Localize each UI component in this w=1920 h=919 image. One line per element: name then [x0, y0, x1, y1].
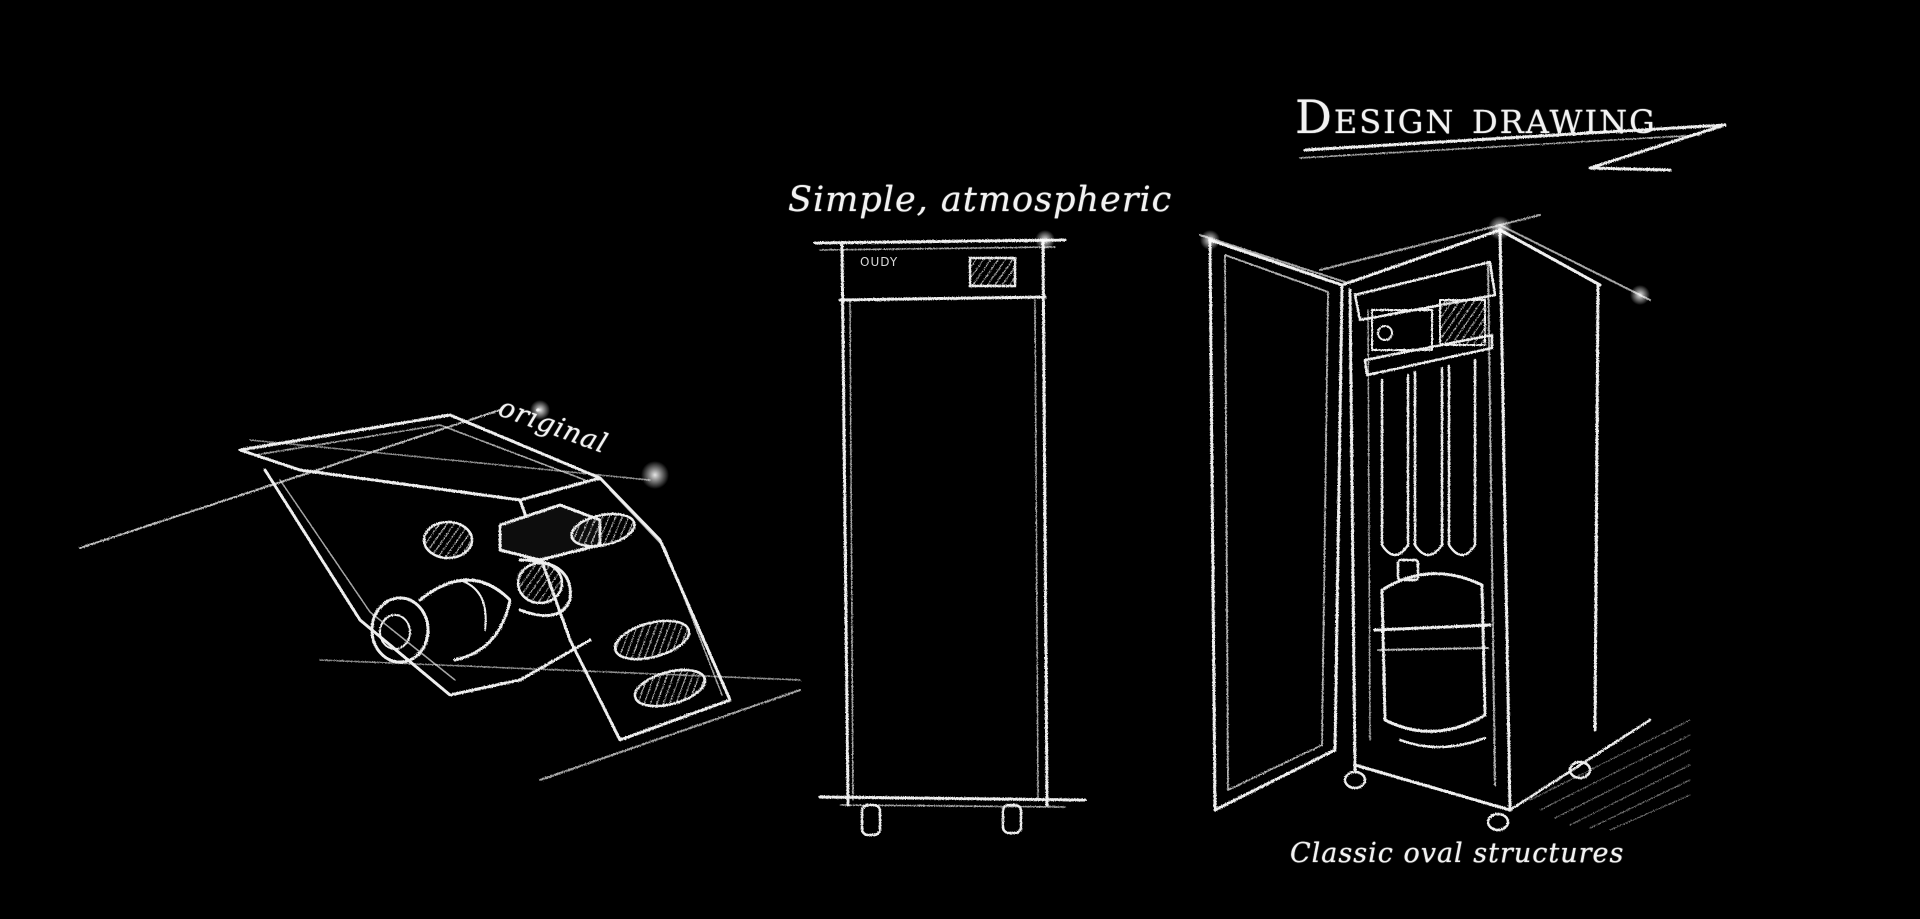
highlight-spark [1200, 230, 1220, 250]
highlight-spark [1488, 216, 1512, 240]
highlight-spark [1035, 230, 1055, 250]
design-cabinet-sketch [1199, 123, 1727, 832]
label-simple-atmospheric: Simple, atmospheric [788, 180, 1173, 220]
brand-mark: OUDY [860, 255, 899, 269]
highlight-spark [641, 461, 669, 489]
simple-cabinet-sketch [813, 238, 1087, 837]
label-classic-oval-structures: Classic oval structures [1290, 838, 1625, 869]
highlight-spark [1630, 285, 1650, 305]
original-machine-sketch [79, 409, 801, 781]
highlight-spark [530, 400, 550, 420]
label-design-drawing: Design drawing [1295, 90, 1657, 144]
